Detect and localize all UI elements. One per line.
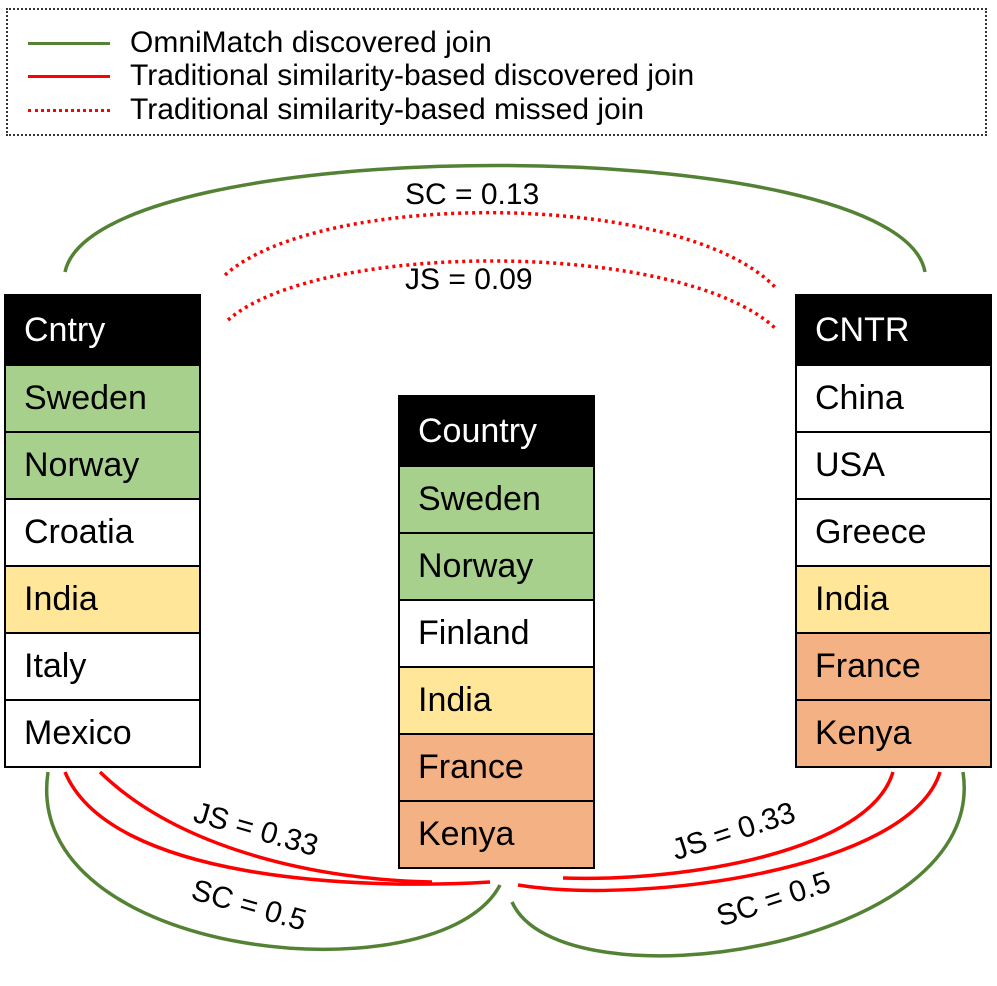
- legend-label-omnimatch: OmniMatch discovered join: [130, 26, 492, 59]
- table-cell: Greece: [797, 498, 990, 565]
- table-cell: India: [797, 565, 990, 632]
- table-cell: Kenya: [797, 699, 990, 766]
- legend-swatch-traditional-missed: [28, 108, 110, 112]
- table-cntr: CNTR China USA Greece India France Kenya: [795, 294, 992, 768]
- table-cell: Norway: [400, 532, 593, 599]
- edge-label-top-js: JS = 0.09: [405, 263, 533, 296]
- table-header: Country: [400, 397, 593, 465]
- table-cell: USA: [797, 431, 990, 498]
- table-header: CNTR: [797, 296, 990, 364]
- table-cell: Kenya: [400, 800, 593, 867]
- table-country: Country Sweden Norway Finland India Fran…: [398, 395, 595, 869]
- edge-omnimatch-center-right: [510, 771, 966, 958]
- legend-label-traditional-discovered: Traditional similarity-based discovered …: [130, 59, 695, 92]
- table-cntry: Cntry Sweden Norway Croatia India Italy …: [4, 294, 201, 768]
- table-cell: France: [400, 733, 593, 800]
- legend-item-omnimatch: OmniMatch discovered join: [28, 26, 492, 60]
- edge-omnimatch-left-right: [63, 163, 927, 273]
- legend-swatch-omnimatch: [28, 41, 110, 45]
- edge-traditional-sc-left-center: [63, 771, 491, 886]
- table-cell: Finland: [400, 599, 593, 666]
- legend-swatch-traditional-discovered: [28, 74, 110, 78]
- edge-traditional-js-center-right: [562, 771, 895, 881]
- table-cell: India: [400, 666, 593, 733]
- edge-missed-sc-left-right: [223, 210, 777, 289]
- table-cell: Sweden: [400, 465, 593, 532]
- table-cell: Norway: [6, 431, 199, 498]
- table-cell: Italy: [6, 632, 199, 699]
- edge-label-top-sc: SC = 0.13: [405, 178, 540, 211]
- edge-traditional-js-left-center: [98, 770, 433, 884]
- legend-item-traditional-missed: Traditional similarity-based missed join: [28, 93, 644, 127]
- table-cell: Sweden: [6, 364, 199, 431]
- edge-traditional-sc-center-right: [517, 771, 942, 893]
- edge-omnimatch-left-center: [44, 771, 502, 951]
- table-cell: Mexico: [6, 699, 199, 766]
- legend-label-traditional-missed: Traditional similarity-based missed join: [130, 93, 645, 126]
- table-cell: France: [797, 632, 990, 699]
- legend: OmniMatch discovered join Traditional si…: [6, 8, 987, 136]
- table-cell: India: [6, 565, 199, 632]
- table-cell: China: [797, 364, 990, 431]
- table-header: Cntry: [6, 296, 199, 364]
- legend-item-traditional-discovered: Traditional similarity-based discovered …: [28, 59, 694, 93]
- table-cell: Croatia: [6, 498, 199, 565]
